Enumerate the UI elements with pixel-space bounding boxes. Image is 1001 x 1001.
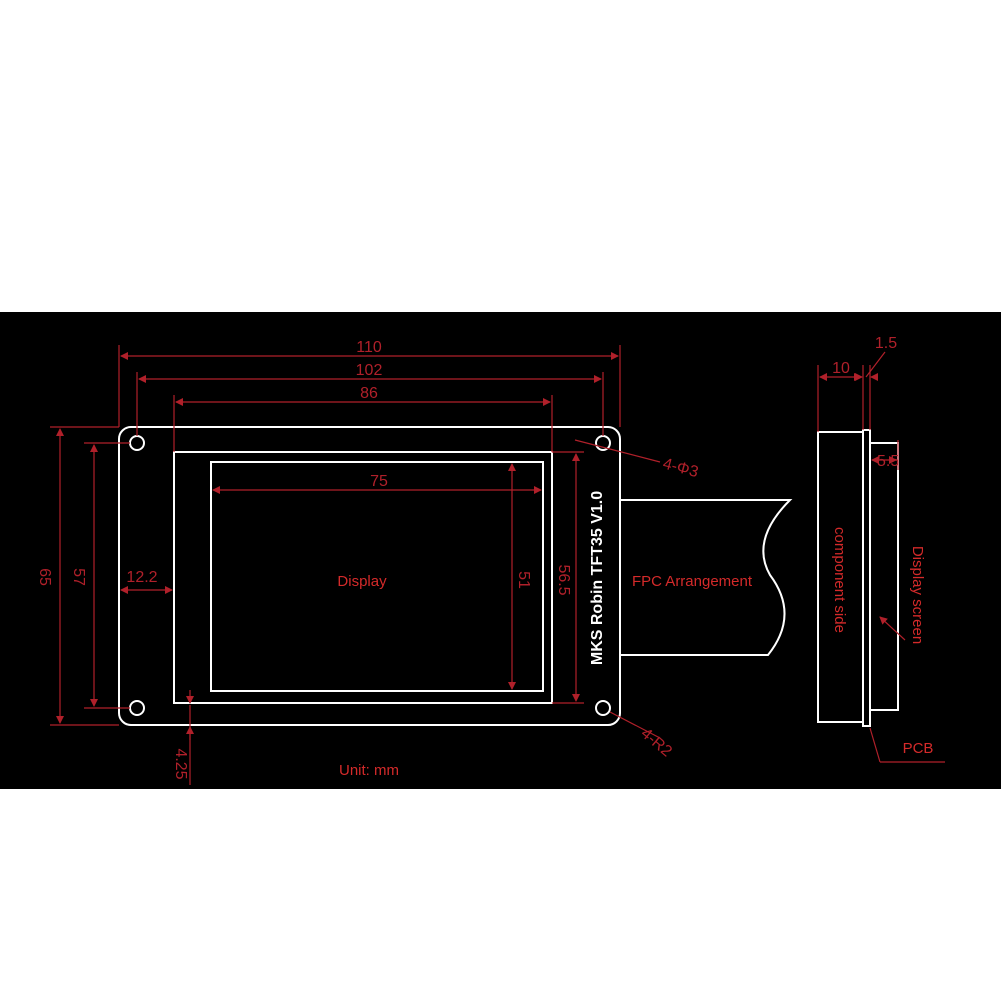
component-side-label: component side [831,527,848,633]
board-name-label: MKS Robin TFT35 V1.0 [589,491,606,665]
dim-65: 65 [36,568,53,586]
unit-label: Unit: mm [339,762,399,779]
dim-102: 102 [356,362,383,379]
side-dimension-lines [817,351,945,763]
pcb-label: PCB [903,740,934,757]
dim-110: 110 [356,339,382,356]
dim-57: 57 [70,568,87,586]
mounting-hole-bottom-right [595,700,611,716]
pcb-leader-a [869,727,881,763]
fpc-label: FPC Arrangement [632,573,753,590]
display-area [210,461,544,692]
dim-4-25: 4.25 [172,748,189,779]
display-label: Display [337,573,387,590]
dim-75: 75 [370,473,388,490]
label-texts: Display FPC Arrangement component side D… [337,527,933,779]
dim-10: 10 [832,360,850,377]
dim-1-5: 1.5 [875,335,897,352]
corner-callout-leader [609,711,661,739]
display-screen-label: Display screen [909,546,926,644]
dim-56-5: 56.5 [555,564,572,595]
dim-51: 51 [515,571,532,589]
board-outline [118,426,621,726]
display-screen-leader [879,616,906,641]
dim-86: 86 [360,385,378,402]
dim-12-2: 12.2 [126,569,157,586]
hole-callout-leader [574,439,661,463]
dim-5-5: 5.5 [877,453,899,470]
display-frame [173,451,553,704]
fpc-ribbon [620,499,793,656]
drawing-background [0,312,1001,789]
side-display-screen [869,442,899,711]
side-view [817,429,899,727]
front-view [118,426,793,726]
front-dimension-lines [50,345,661,785]
